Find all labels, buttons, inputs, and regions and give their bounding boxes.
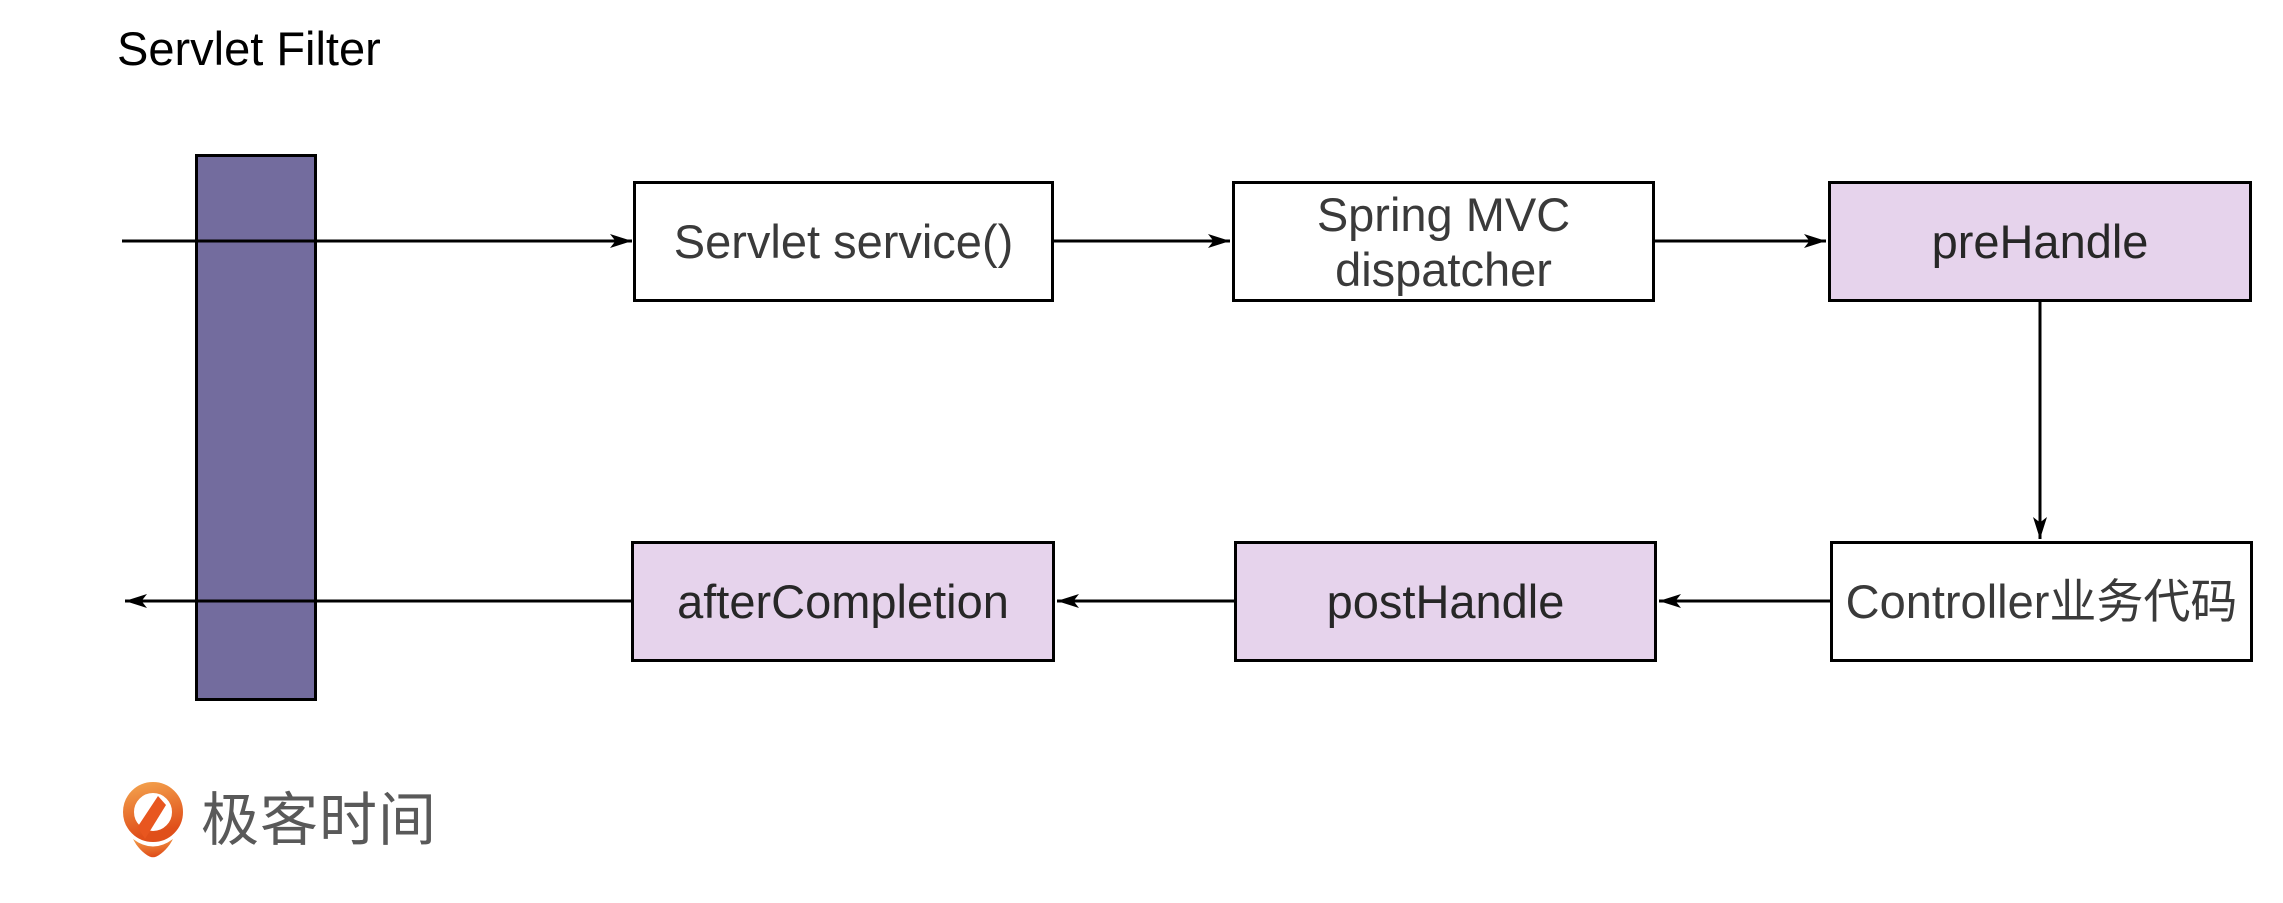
node-spring-mvc-dispatcher: Spring MVC dispatcher — [1232, 181, 1655, 302]
logo-pin-tail — [133, 839, 173, 858]
geektime-logo: 极客时间 — [122, 781, 437, 861]
node-prehandle-label: preHandle — [1931, 215, 2149, 268]
node-spring-mvc-label-line1: Spring MVC — [1316, 187, 1571, 241]
servlet-filter-bar — [195, 154, 317, 701]
diagram-title: Servlet Filter — [117, 22, 381, 75]
node-posthandle: postHandle — [1234, 541, 1657, 662]
logo-ring — [123, 782, 183, 842]
node-controller-business-code: Controller业务代码 — [1830, 541, 2253, 662]
geektime-pin-icon — [123, 782, 183, 858]
node-posthandle-label: postHandle — [1326, 575, 1565, 628]
node-aftercompletion-label: afterCompletion — [677, 575, 1009, 628]
node-aftercompletion: afterCompletion — [631, 541, 1055, 662]
node-spring-mvc-label-line2: dispatcher — [1335, 242, 1552, 296]
node-controller-label: Controller业务代码 — [1845, 575, 2238, 628]
logo-needle — [137, 796, 166, 839]
node-prehandle: preHandle — [1828, 181, 2252, 302]
node-servlet-service-label: Servlet service() — [673, 215, 1014, 268]
geektime-logo-text: 极客时间 — [201, 788, 438, 853]
node-servlet-service: Servlet service() — [633, 181, 1054, 302]
